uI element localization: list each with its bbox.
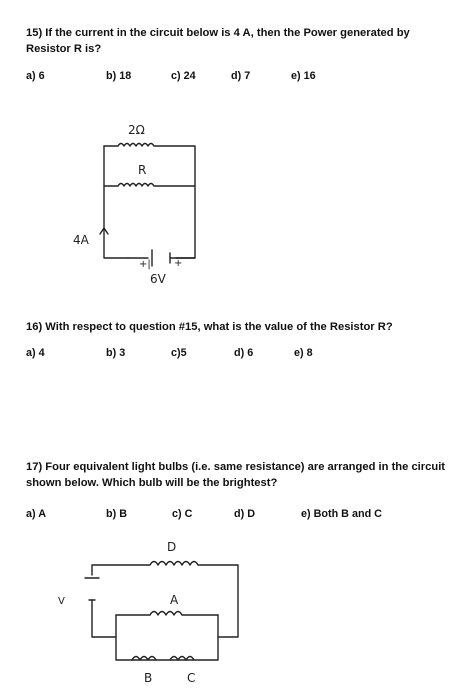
circuit2-bulb-C	[169, 655, 195, 661]
circuit2-label-D: D	[167, 540, 176, 554]
circuit1-top-resistor-2ohm	[103, 142, 196, 259]
question-15-text: 15) If the current in the circuit below …	[26, 27, 410, 55]
circuit1-resistor-R	[103, 182, 196, 187]
q15-option-c[interactable]: c) 24	[171, 70, 196, 82]
circuit1-label-R: R	[138, 163, 146, 177]
q15-option-d[interactable]: d) 7	[231, 70, 251, 82]
circuit2-label-V: V	[58, 596, 65, 607]
circuit1-label-current: 4A	[73, 233, 90, 247]
question-17-text: 17) Four equivalent light bulbs (i.e. sa…	[26, 461, 446, 489]
q16-option-c[interactable]: c)5	[171, 347, 187, 359]
circuit1-left-wire	[103, 145, 129, 259]
q16-option-d[interactable]: d) 6	[234, 347, 254, 359]
circuit1-current-arrow	[99, 227, 109, 235]
circuit2-bulb-A-wire	[115, 610, 219, 616]
circuit1-label-battery-neg: +	[174, 258, 182, 269]
q15-option-b[interactable]: b) 18	[106, 70, 132, 82]
circuit2-bulb-D-wire	[91, 560, 239, 638]
q17-option-a[interactable]: a) A	[26, 508, 46, 520]
circuit2-bulb-B	[131, 655, 157, 661]
circuit2-label-C: C	[187, 671, 195, 685]
q16-option-a[interactable]: a) 4	[26, 347, 45, 359]
q16-option-b[interactable]: b) 3	[106, 347, 126, 359]
q15-option-a[interactable]: a) 6	[26, 70, 45, 82]
q17-option-c[interactable]: c) C	[172, 508, 193, 520]
circuit1-label-2ohm: 2Ω	[128, 123, 145, 137]
q16-option-e[interactable]: e) 8	[294, 347, 313, 359]
circuit2-label-B: B	[144, 671, 152, 685]
q17-option-b[interactable]: b) B	[106, 508, 127, 520]
circuit2-parallel-frame	[115, 614, 219, 661]
circuit2-label-A: A	[170, 593, 179, 607]
circuit2-left-wire	[91, 599, 117, 638]
q17-option-d[interactable]: d) D	[234, 508, 255, 520]
circuit1-label-battery-pos: +|	[139, 259, 151, 270]
question-16-text: 16) With respect to question #15, what i…	[26, 321, 393, 333]
q17-option-e[interactable]: e) Both B and C	[301, 508, 382, 520]
circuit1-label-voltage: 6V	[150, 272, 167, 286]
q15-option-e[interactable]: e) 16	[291, 70, 316, 82]
